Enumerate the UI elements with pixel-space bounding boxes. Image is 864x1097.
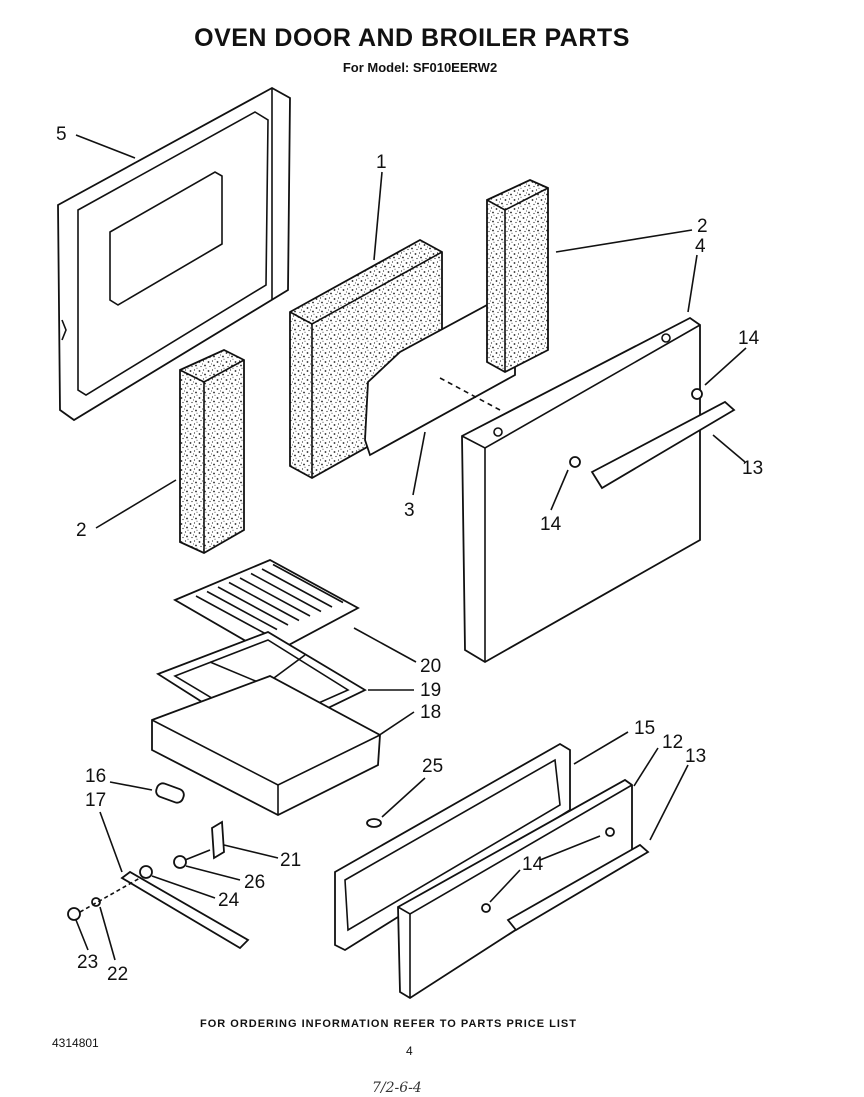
callout-5: 5 <box>56 124 67 145</box>
clip-25-part <box>366 818 382 828</box>
grid-slot <box>206 590 278 631</box>
grid-slot <box>228 581 300 622</box>
callout-labels: 5 1 2 4 14 13 14 3 2 20 19 18 15 12 13 2… <box>56 124 763 985</box>
callout-2-upper: 2 <box>697 216 708 237</box>
callout-14-lower: 14 <box>522 854 544 875</box>
callout-15: 15 <box>634 718 655 739</box>
callout-26: 26 <box>244 872 265 893</box>
handwritten-note: 7/2-6-4 <box>372 1080 422 1096</box>
callout-14-upper: 14 <box>738 328 760 349</box>
insulation-strip-lower-part <box>179 349 245 555</box>
callout-leaders <box>75 134 747 961</box>
document-number: 4314801 <box>52 1036 99 1050</box>
outer-door-part <box>461 316 701 664</box>
broiler-grid-part <box>172 559 360 657</box>
callout-12: 12 <box>662 732 683 753</box>
grid-slot <box>272 563 344 604</box>
model-label: For Model: SF010EERW2 <box>342 60 498 75</box>
callout-2-lower: 2 <box>76 520 87 541</box>
callout-24: 24 <box>218 890 240 911</box>
callout-16: 16 <box>85 766 106 787</box>
page-title: OVEN DOOR AND BROILER PARTS <box>194 24 630 52</box>
drawer-roller-part <box>155 782 185 804</box>
page-number: 4 <box>406 1044 413 1058</box>
screw-26-part <box>173 849 211 869</box>
callout-25: 25 <box>422 756 443 777</box>
insulation-strip-upper-part <box>486 179 549 374</box>
callout-20: 20 <box>420 656 441 677</box>
grid-slot <box>250 572 322 613</box>
callout-1: 1 <box>376 152 387 173</box>
drawer-bracket-part <box>211 820 225 860</box>
grid-slot <box>261 568 333 608</box>
fasteners-part <box>67 865 153 921</box>
grid-slot <box>195 595 267 635</box>
inner-door-panel-part <box>57 86 291 422</box>
door-handle-part <box>569 388 736 490</box>
callout-3: 3 <box>404 500 415 521</box>
callout-14-mid: 14 <box>540 514 562 535</box>
broiler-handle-part <box>481 827 650 932</box>
callout-13-lower: 13 <box>685 746 706 767</box>
drawer-rail-part <box>120 870 250 950</box>
callout-19: 19 <box>420 680 441 701</box>
grid-slot <box>239 577 311 617</box>
callout-13-upper: 13 <box>742 458 763 479</box>
callout-18: 18 <box>420 702 441 723</box>
broiler-drawer-part <box>151 675 381 817</box>
callout-22: 22 <box>107 964 128 985</box>
callout-23: 23 <box>77 952 98 973</box>
grid-slot <box>217 586 289 626</box>
callout-21: 21 <box>280 850 301 871</box>
callout-4: 4 <box>695 236 706 257</box>
ordering-note: FOR ORDERING INFORMATION REFER TO PARTS … <box>200 1018 577 1030</box>
callout-17: 17 <box>85 790 106 811</box>
